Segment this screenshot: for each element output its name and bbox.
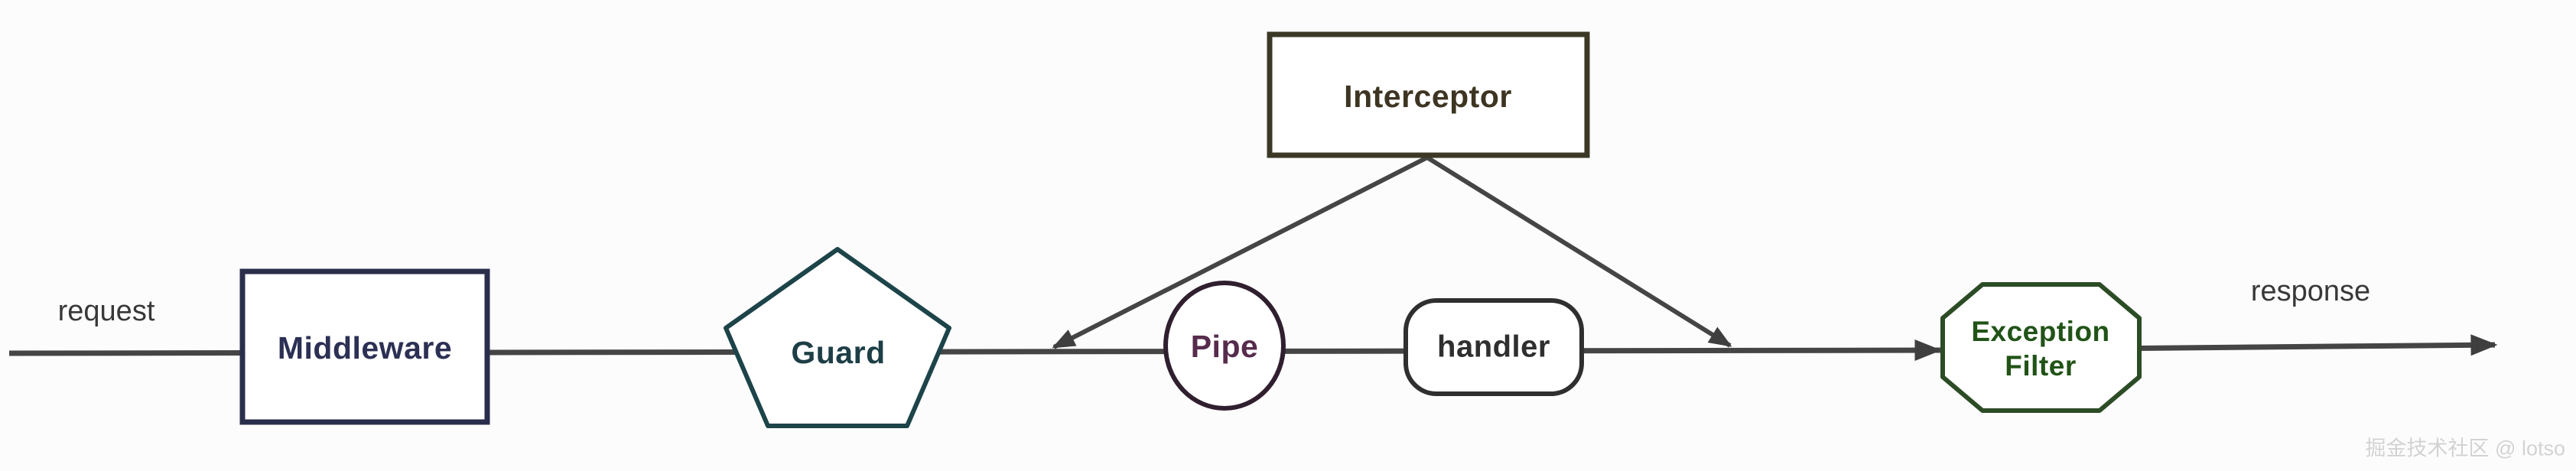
middleware-label: Middleware [277,330,453,365]
pipe-label: Pipe [1190,328,1259,364]
middleware-node [239,268,490,425]
guard-label: Guard [791,334,886,370]
handler-label: handler [1437,330,1550,364]
watermark-text: 掘金技术社区 @ lotso [2365,437,2565,460]
pipe-node [1163,281,1286,411]
guard-node [724,247,951,428]
exception-filter-node [1940,282,2142,413]
interceptor-branch-right-line [1426,155,1732,348]
interceptor-branch-left-line [1052,155,1429,349]
interceptor-node [1267,31,1590,158]
interceptor-label: Interceptor [1344,78,1512,114]
exception-filter-label: Exception Filter [1971,315,2110,382]
response-label: response [2250,274,2371,307]
request-label: request [57,294,155,327]
handler-node [1403,298,1584,396]
